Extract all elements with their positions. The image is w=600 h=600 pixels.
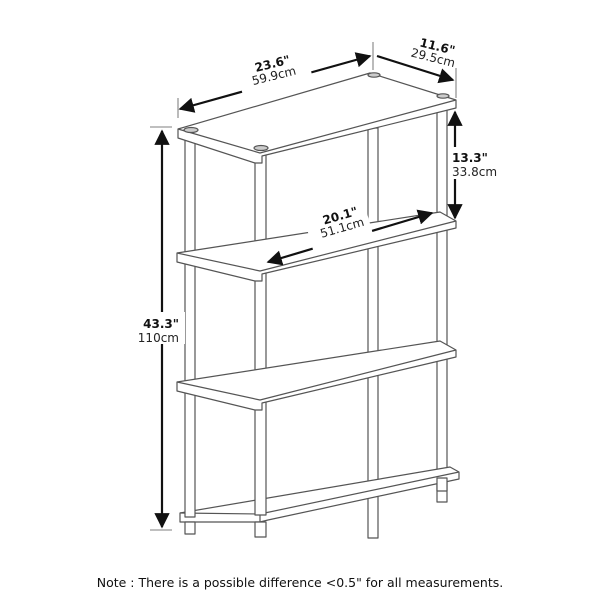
shelf-spacing-label: 13.3" 33.8cm [452, 152, 497, 178]
shelf-bottom [179, 466, 460, 538]
shelf-frame [176, 72, 460, 539]
height-label: 43.3" 110cm [131, 318, 179, 344]
shelf-spacing-cm: 33.8cm [452, 165, 498, 179]
front-posts [184, 131, 267, 518]
extension-lines [150, 42, 457, 531]
height-inches: 43.3" [143, 317, 179, 331]
depth-arrow [376, 54, 455, 84]
shelf-3 [176, 340, 457, 411]
shelf-top [177, 72, 457, 164]
shelf-spacing-inches: 13.3" [452, 151, 488, 165]
height-cm: 110cm [137, 331, 179, 345]
measurement-note: Note : There is a possible difference <0… [96, 575, 504, 590]
